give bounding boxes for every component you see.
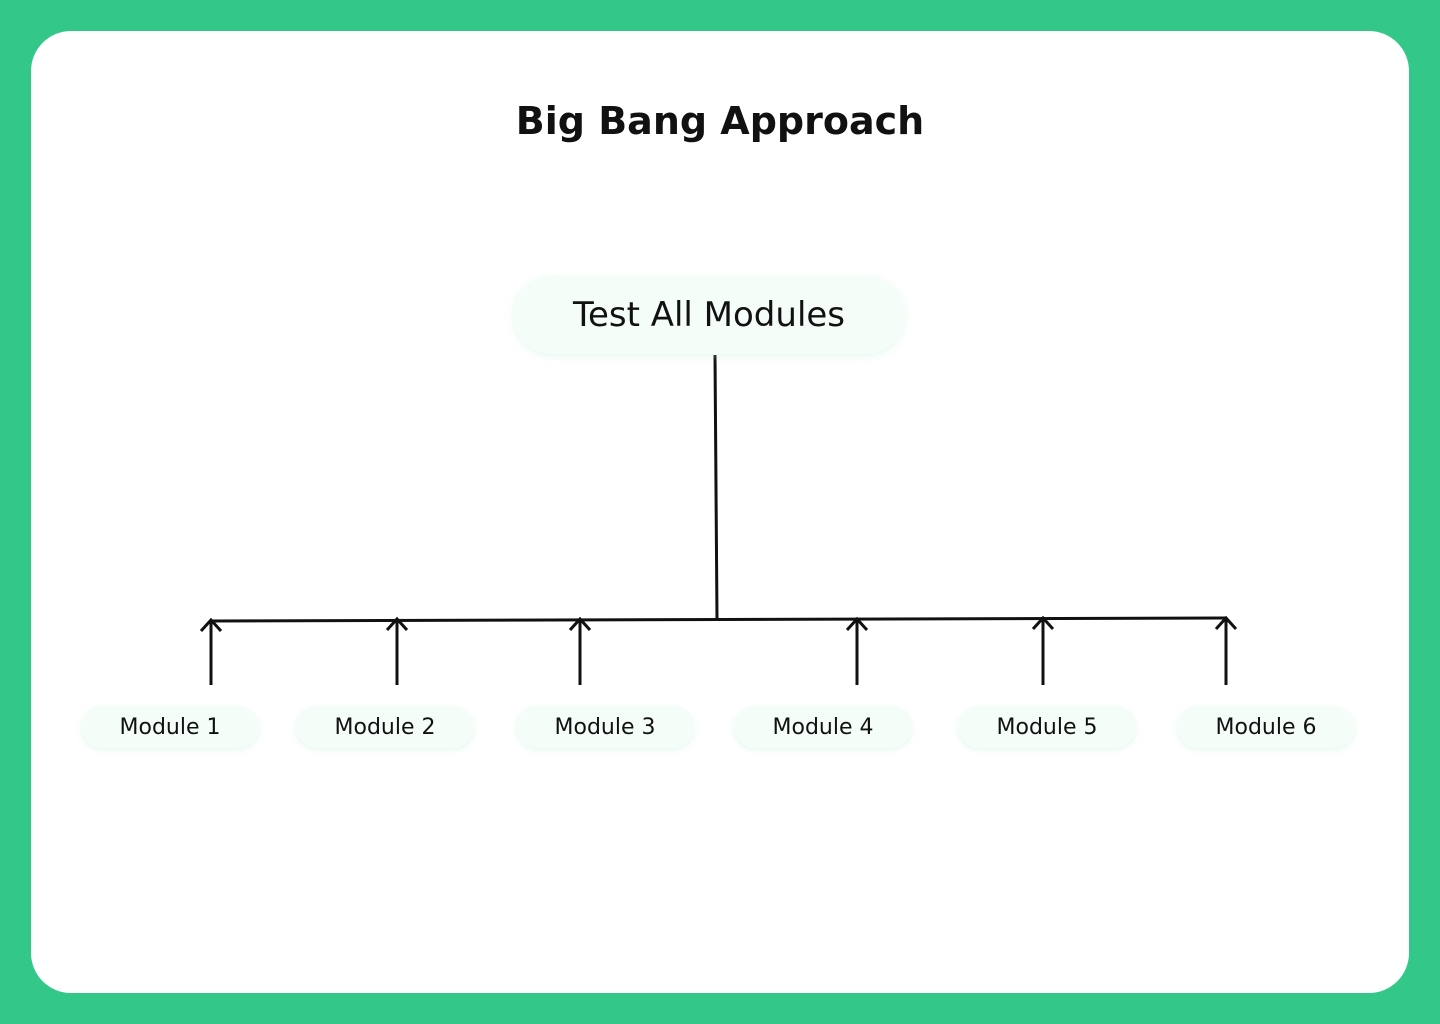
root-node-label: Test All Modules bbox=[572, 295, 846, 335]
module-arrows bbox=[199, 615, 1238, 685]
module-node-5: Module 5 bbox=[958, 706, 1136, 748]
arrowhead-module-2 bbox=[385, 616, 409, 632]
trunk-line bbox=[713, 354, 719, 621]
module-node-6: Module 6 bbox=[1177, 706, 1355, 748]
module-node-4: Module 4 bbox=[734, 706, 912, 748]
module-node-label: Module 6 bbox=[1215, 714, 1317, 740]
module-node-label: Module 5 bbox=[996, 714, 1098, 740]
arrowhead-module-4 bbox=[845, 616, 869, 632]
arrowhead-module-5 bbox=[1031, 615, 1055, 631]
module-node-3: Module 3 bbox=[516, 706, 694, 748]
arrowhead-module-3 bbox=[568, 616, 592, 632]
arrowhead-module-1 bbox=[199, 617, 223, 633]
module-node-label: Module 4 bbox=[772, 714, 874, 740]
diagram-title: Big Bang Approach bbox=[515, 99, 925, 143]
module-node-label: Module 3 bbox=[554, 714, 656, 740]
module-node-1: Module 1 bbox=[81, 706, 259, 748]
module-node-label: Module 2 bbox=[334, 714, 436, 740]
bus-line bbox=[209, 616, 1227, 623]
module-node-label: Module 1 bbox=[119, 714, 221, 740]
arrowhead-module-6 bbox=[1214, 615, 1238, 631]
diagram-card: Big Bang Approach bbox=[31, 31, 1409, 993]
root-node-test-all-modules: Test All Modules bbox=[513, 276, 905, 354]
module-node-2: Module 2 bbox=[296, 706, 474, 748]
